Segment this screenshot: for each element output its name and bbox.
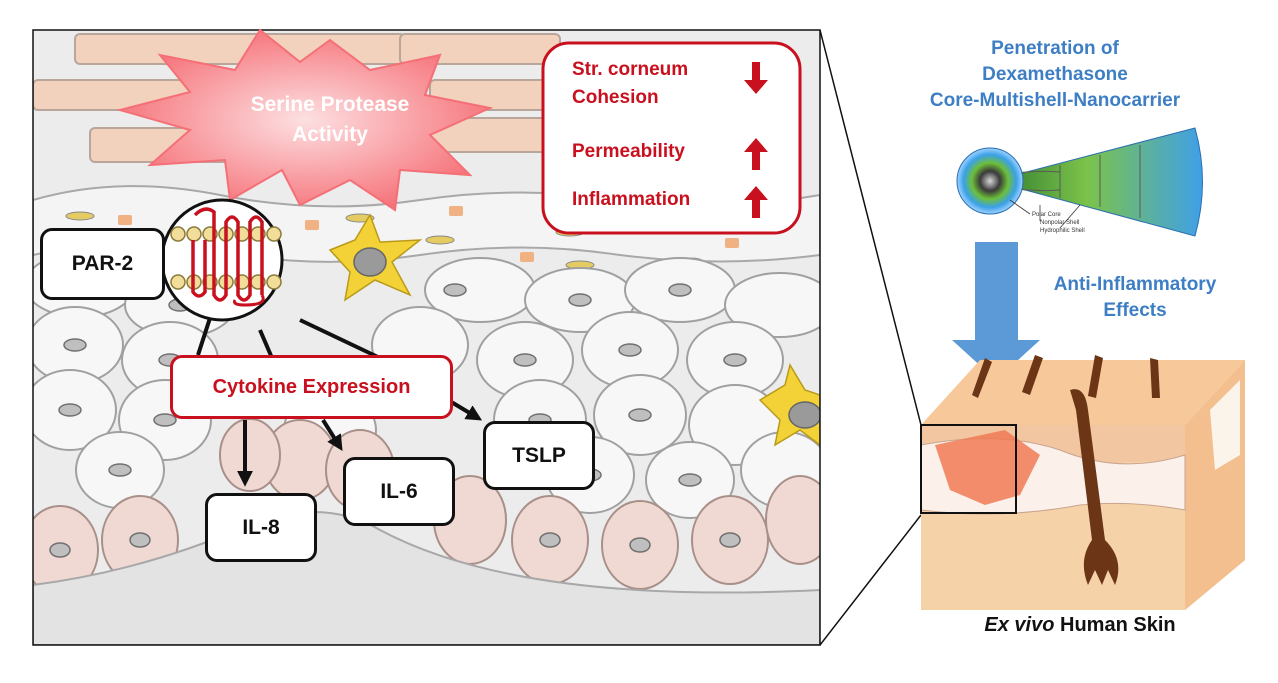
dendritic-cell [328,213,820,447]
inflamed-region [935,430,1040,505]
zoom-line-top [819,29,922,426]
par2-membrane-zoom [160,198,284,322]
title-line1: Penetration of [991,38,1119,59]
protease-label-line2: Activity [292,123,368,146]
effect-line2: Effects [1103,300,1167,321]
cytokine-tslp-box: TSLP [483,421,595,490]
arrow-up-icon [744,186,768,218]
arrow-down-icon [744,62,768,94]
basal-cells [33,418,820,595]
arrow-up-icon [744,138,768,170]
protease-label-line1: Serine Protease [250,93,410,116]
effect-cohesion: Str. corneum Cohesion [572,56,688,112]
effect-cohesion-line1: Str. corneum [572,59,689,80]
caption-italic: Ex vivo [984,614,1055,636]
hair-icon [972,355,1160,585]
penetration-title: Penetration of Dexamethasone Core-Multis… [900,36,1210,114]
legend-hydrophilic-shell: Hydrophilic Shell [1040,228,1085,234]
cytokine-il8-box: IL-8 [205,493,317,562]
effect-permeability: Permeability [572,141,685,162]
zoom-line-bottom [819,514,922,646]
legend-polar-core: Polar Core [1032,212,1061,218]
cytokine-il6-box: IL-6 [343,457,455,526]
nanocarrier-illustration: Polar Core Nonpolar Shell Hydrophilic Sh… [956,127,1203,237]
legend-nonpolar-shell: Nonpolar Shell [1040,220,1079,226]
effects-box [541,41,802,235]
signaling-arrows [161,258,483,487]
penetration-arrow-icon [952,242,1040,380]
anti-inflammatory-label: Anti-Inflammatory Effects [1010,272,1260,324]
zoom-box [920,424,1017,514]
effect-arrows [744,62,768,218]
cytokine-expression-box: Cytokine Expression [170,355,453,419]
title-line2: Dexamethasone [982,64,1128,85]
caption-rest: Human Skin [1054,614,1176,636]
effect-cohesion-line2: Cohesion [572,87,659,108]
title-line3: Core-Multishell-Nanocarrier [929,90,1181,111]
skin-block-illustration [920,355,1245,610]
effect-line1: Anti-Inflammatory [1053,274,1217,295]
par2-label-box: PAR-2 [40,228,165,300]
skin-caption: Ex vivo Human Skin [920,614,1240,637]
protease-label: Serine Protease Activity [215,90,445,150]
par2-receptor-icon [191,207,264,302]
left-panel-frame [32,29,821,646]
protease-burst [116,28,494,212]
effect-inflammation: Inflammation [572,189,691,210]
